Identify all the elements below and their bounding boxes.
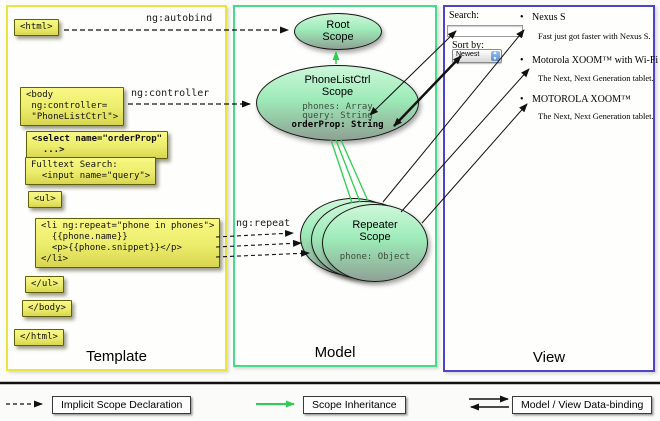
view-column-label: View bbox=[532, 349, 566, 366]
phone-item-desc: The Next, Next Generation tablet. bbox=[538, 111, 654, 121]
phone-item-title: MOTOROLA XOOM™ bbox=[532, 94, 631, 105]
phone-item-title: Nexus S bbox=[532, 12, 566, 23]
annotation-ng-repeat: ng:repeat bbox=[236, 218, 291, 229]
sort-dropdown-value: Newest bbox=[456, 51, 480, 58]
model-column: Model bbox=[233, 5, 437, 367]
legend-scope-inheritance: Scope Inheritance bbox=[303, 396, 406, 414]
phone-item-title: Motorola XOOM™ with Wi-Fi bbox=[532, 55, 659, 66]
phonelistctrl-prop-orderprop: orderProp: String bbox=[291, 120, 384, 130]
code-box-fulltext-search: Fulltext Search: <input name="query"> bbox=[25, 157, 157, 185]
code-box-ul-open: <ul> bbox=[28, 191, 62, 208]
legend-model-view-data-binding: Model / View Data-binding bbox=[512, 396, 653, 414]
phonelistctrl-prop-query: query: String bbox=[302, 111, 373, 121]
phone-item-desc: The Next, Next Generation tablet. bbox=[538, 73, 654, 83]
sort-dropdown[interactable]: Newest bbox=[452, 49, 502, 63]
code-box-body-open: <body ng:controller= "PhoneListCtrl"> bbox=[20, 87, 125, 126]
dropdown-stepper-icon bbox=[491, 50, 500, 62]
annotation-ng-controller: ng:controller bbox=[131, 88, 210, 99]
code-box-select: <select name="orderProp" ...> bbox=[26, 131, 169, 159]
root-scope-title: Root Scope bbox=[322, 19, 354, 43]
code-box-html-open: <html> bbox=[14, 19, 59, 36]
phonelistctrl-prop-phones: phones: Array bbox=[302, 102, 373, 112]
repeater-scope-ellipse-front: Repeater Scope phone: Object bbox=[322, 204, 428, 282]
root-scope-ellipse: Root Scope bbox=[294, 13, 382, 50]
repeater-scope-title: Repeater Scope bbox=[352, 219, 398, 243]
bullet-icon: • bbox=[520, 12, 524, 23]
code-box-html-close: </html> bbox=[14, 329, 64, 346]
phone-item-desc: Fast just got faster with Nexus S. bbox=[538, 31, 651, 41]
search-label: Search: bbox=[449, 10, 479, 21]
code-box-li-repeat: <li ng:repeat="phone in phones"> {{phone… bbox=[35, 218, 221, 268]
code-box-body-close: </body> bbox=[22, 300, 72, 317]
repeater-prop-phone: phone: Object bbox=[339, 252, 411, 262]
phonelistctrl-scope-title: PhoneListCtrl Scope bbox=[304, 74, 371, 98]
annotation-ng-autobind: ng:autobind bbox=[146, 13, 213, 24]
legend-implicit-scope-declaration: Implicit Scope Declaration bbox=[52, 396, 192, 414]
template-column-label: Template bbox=[86, 348, 147, 365]
code-box-ul-close: </ul> bbox=[25, 276, 65, 293]
bullet-icon: • bbox=[520, 94, 524, 105]
bullet-icon: • bbox=[520, 55, 524, 66]
model-column-label: Model bbox=[314, 344, 356, 361]
search-input[interactable] bbox=[447, 25, 523, 37]
phonelistctrl-scope-ellipse: PhoneListCtrl Scope phones: Array query:… bbox=[256, 65, 419, 141]
